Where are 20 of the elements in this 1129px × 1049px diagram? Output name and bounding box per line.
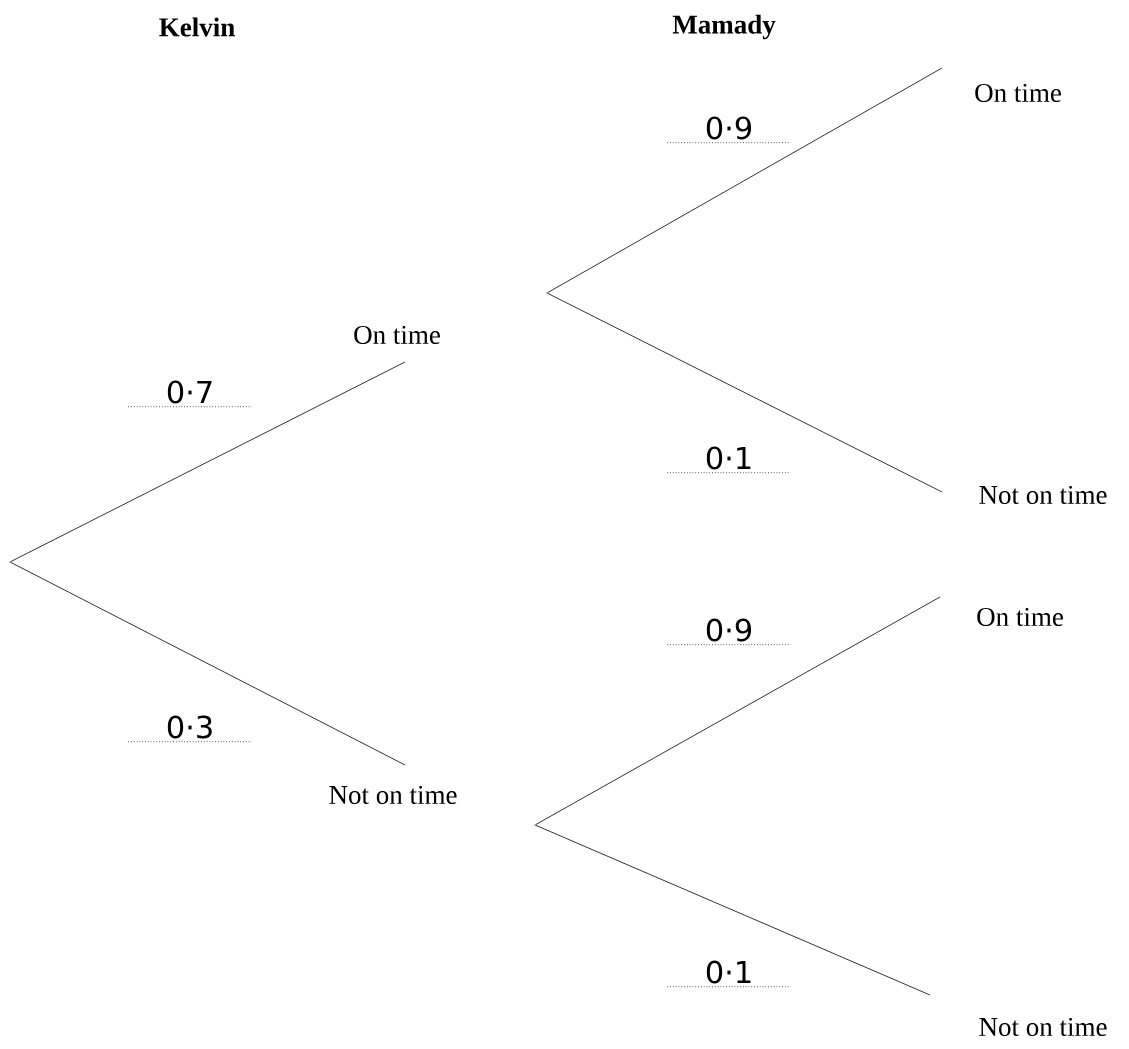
column-heading: Mamady bbox=[672, 14, 776, 40]
edge-label: 0·1 bbox=[666, 446, 792, 474]
edge-label: 0·9 bbox=[666, 116, 792, 144]
outcome-label: On time bbox=[975, 83, 1061, 103]
branch-line bbox=[10, 361, 406, 563]
outcome-label: Not on time bbox=[979, 1017, 1107, 1037]
branch-line bbox=[10, 561, 406, 766]
branch-line bbox=[547, 292, 943, 493]
branch-line bbox=[535, 596, 941, 825]
edge-label: 0·1 bbox=[666, 960, 792, 988]
column-heading: Kelvin bbox=[159, 17, 235, 37]
branch-line bbox=[535, 824, 931, 996]
outcome-label: Not on time bbox=[329, 785, 457, 805]
edge-label: 0·3 bbox=[127, 715, 253, 743]
outcome-label: On time bbox=[977, 607, 1063, 627]
edge-label: 0·9 bbox=[666, 618, 792, 646]
branch-line bbox=[547, 67, 943, 293]
outcome-label: On time bbox=[354, 325, 440, 345]
outcome-label: Not on time bbox=[979, 485, 1107, 505]
edge-label: 0·7 bbox=[127, 380, 253, 408]
